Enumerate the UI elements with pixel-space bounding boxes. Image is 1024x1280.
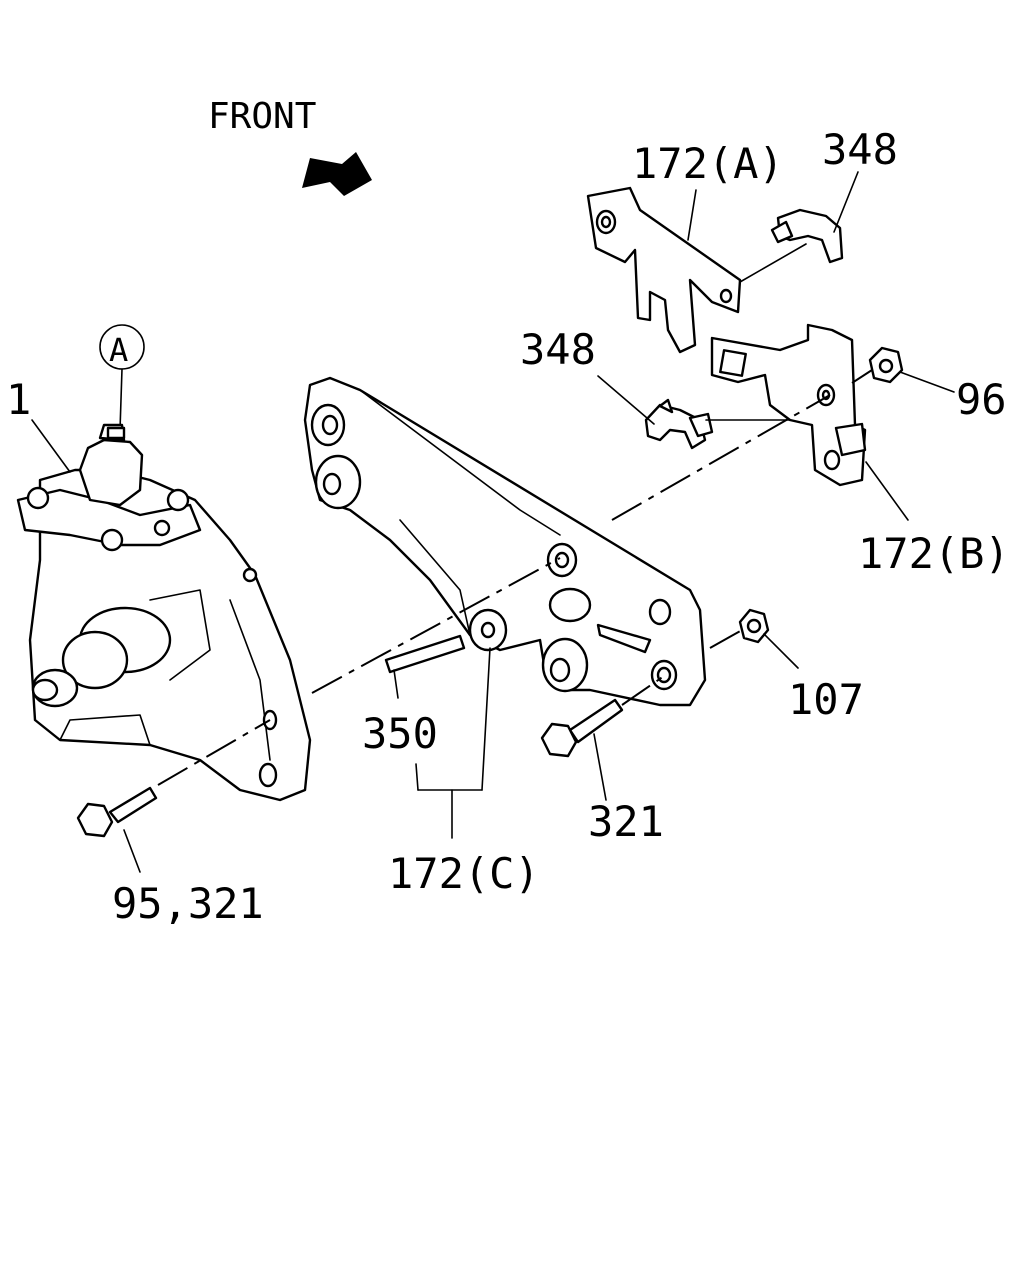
label-part-321: 321 [588,797,664,846]
callout-a-circle: A [99,324,145,431]
bracket-172c [303,376,707,707]
bolt-95-321 [76,786,158,838]
leader-lines [31,171,955,873]
nut-96 [868,346,904,384]
nut-107 [738,608,770,644]
label-part-348-top: 348 [822,125,898,174]
steering-gear-box [16,423,312,802]
front-label: FRONT [208,96,316,137]
front-arrow-icon [302,152,372,196]
clip-348-mid [644,398,714,450]
label-part-107: 107 [788,675,864,724]
clip-348-top [770,208,844,264]
assembly-lines [157,243,873,786]
bracket-172a [586,186,742,354]
label-part-95-321: 95,321 [112,879,264,928]
bolt-321 [540,698,624,758]
bracket-172b [710,323,867,487]
label-part-348-mid: 348 [520,325,596,374]
label-part-350: 350 [362,709,438,758]
callout-a-letter: A [109,331,128,369]
label-part-172c: 172(C) [388,849,540,898]
label-part-96: 96 [956,375,1007,424]
stud-350 [384,634,466,674]
label-part-172b: 172(B) [858,529,1010,578]
label-part-1: 1 [6,375,31,424]
label-part-172a: 172(A) [632,139,784,188]
